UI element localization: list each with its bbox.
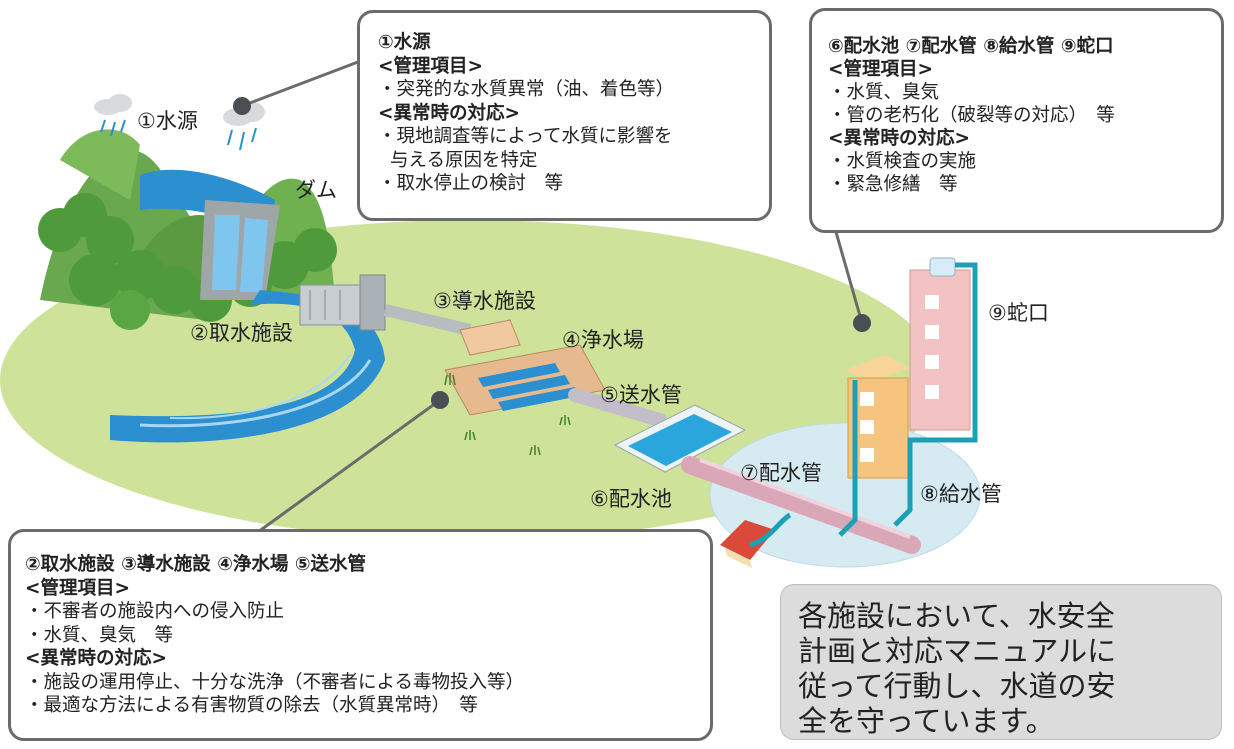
- label-purification-plant: ④浄水場: [562, 328, 644, 352]
- distribution-reservoir: [613, 404, 747, 473]
- management-heading: <管理項目>: [828, 59, 934, 80]
- summary-line: 全を守っています。: [798, 704, 1055, 738]
- summary-line: 計画と対応マニュアルに: [798, 634, 1117, 668]
- summary-box: 各施設において、水安全 計画と対応マニュアルに 従って行動し、水道の安 全を守っ…: [780, 584, 1222, 740]
- distribution-pipe: [681, 456, 921, 554]
- response-heading: <異常時の対応>: [378, 102, 521, 124]
- callout-distribution: ⑥配水池 ⑦配水管 ⑧給水管 ⑨蛇口 <管理項目> ・水質、臭気 ・管の老朽化（…: [809, 8, 1224, 233]
- house-icon: [720, 520, 775, 568]
- callout-facilities: ②取水施設 ③導水施設 ④浄水場 ⑤送水管 <管理項目> ・不審者の施設内への侵…: [8, 529, 713, 741]
- summary-line: 従って行動し、水道の安: [798, 669, 1116, 703]
- response-item: ・水質検査の実施: [828, 151, 977, 172]
- label-intake-facility: ②取水施設: [190, 321, 293, 345]
- response-item: ・緊急修繕 等: [828, 174, 958, 195]
- response-heading: <異常時の対応>: [828, 128, 971, 149]
- label-dam: ダム: [295, 178, 337, 202]
- callout-water-source: ①水源 <管理項目> ・突発的な水質異常（油、着色等） <異常時の対応> ・現地…: [357, 10, 772, 221]
- label-distribution-pipe: ⑦配水管: [740, 461, 822, 485]
- response-item: 与える原因を特定: [390, 149, 538, 171]
- label-water-source: ①水源: [137, 109, 198, 133]
- water-tank-icon: [929, 257, 956, 277]
- rain-icon: [100, 119, 257, 151]
- response-item: ・取水停止の検討 等: [378, 173, 564, 194]
- callout-title: ⑥配水池 ⑦配水管 ⑧給水管 ⑨蛇口: [828, 36, 1114, 57]
- label-conveyance-facility: ③導水施設: [433, 289, 536, 313]
- management-heading: <管理項目>: [378, 55, 484, 77]
- label-faucet: ⑨蛇口: [988, 301, 1049, 325]
- response-heading: <異常時の対応>: [25, 648, 168, 669]
- callout-title: ②取水施設 ③導水施設 ④浄水場 ⑤送水管: [25, 554, 366, 575]
- label-distribution-reservoir: ⑥配水池: [590, 487, 672, 511]
- conveyance-pipe: [383, 304, 472, 336]
- management-item: ・水質、臭気: [828, 82, 940, 103]
- response-item: ・施設の運用停止、十分な洗浄（不審者による毒物投入等）: [25, 671, 524, 693]
- building-pink: [909, 269, 971, 431]
- transmission-pipe: [568, 388, 667, 427]
- intake-facility: [299, 274, 386, 331]
- callout-leaders: [233, 60, 871, 534]
- management-item: ・不審者の施設内への侵入防止: [25, 601, 285, 622]
- management-heading: <管理項目>: [25, 577, 131, 599]
- response-item: ・現地調査等によって水質に影響を: [378, 126, 673, 147]
- river: [110, 290, 385, 443]
- callout-title: ①水源: [378, 32, 431, 53]
- purification-plant: [444, 319, 606, 416]
- management-item: ・水質、臭気 等: [25, 624, 174, 646]
- label-transmission-pipe: ⑤送水管: [600, 383, 682, 407]
- management-item: ・管の老朽化（破裂等の対応） 等: [828, 105, 1115, 126]
- summary-line: 各施設において、水安全: [798, 599, 1115, 633]
- service-pipes: [838, 262, 978, 537]
- management-item: ・突発的な水質異常（油、着色等）: [378, 79, 675, 100]
- label-service-pipe: ⑧給水管: [920, 482, 1002, 506]
- building-orange: [845, 355, 910, 479]
- dam: [200, 200, 280, 300]
- response-item: ・最適な方法による有害物質の除去（水質異常時） 等: [25, 695, 478, 716]
- grass: [444, 373, 571, 456]
